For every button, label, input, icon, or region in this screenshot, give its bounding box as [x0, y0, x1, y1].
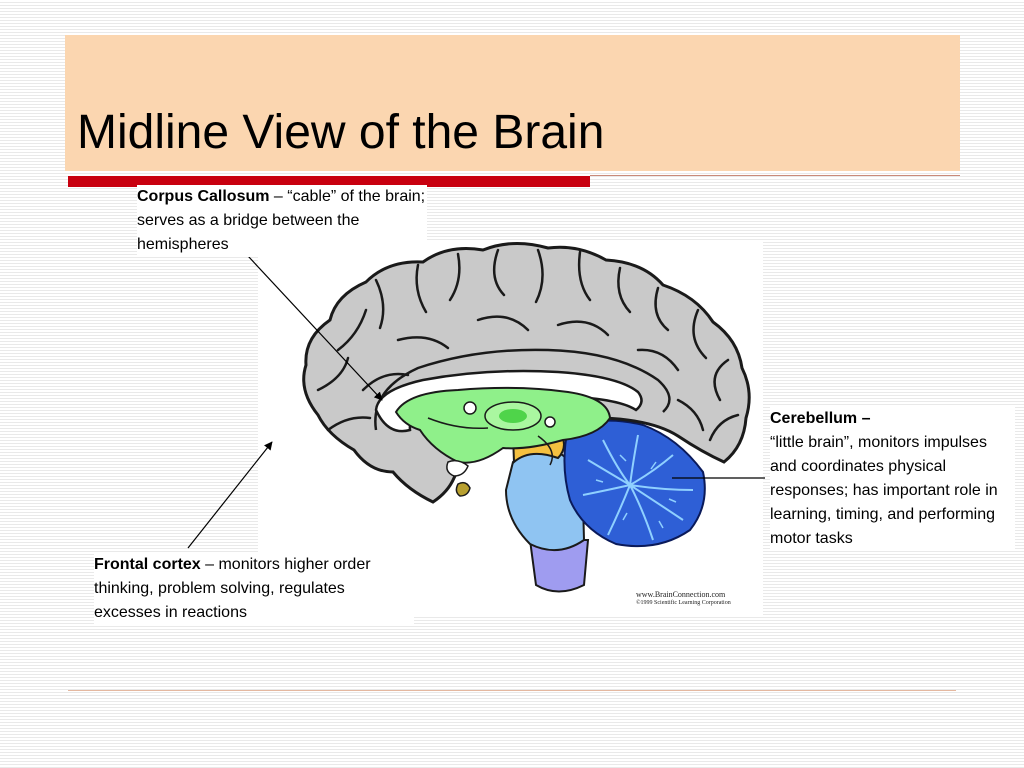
cingulate-gyrus [374, 348, 671, 431]
footer-rule [68, 690, 956, 691]
image-credit: www.BrainConnection.com ©1999 Scientific… [636, 590, 731, 608]
title-rule [590, 175, 960, 176]
pituitary [455, 481, 471, 497]
frontal-cortex-label: Frontal cortex – monitors higher order t… [94, 553, 414, 625]
credit-copyright: ©1999 Scientific Learning Corporation [636, 600, 731, 606]
cerebellum [563, 419, 706, 548]
cerebellum-term: Cerebellum – [770, 410, 871, 427]
slide-title: Midline View of the Brain [77, 106, 605, 159]
title-accent-bar [68, 176, 590, 187]
corpus-callosum-label: Corpus Callosum – “cable” of the brain; … [137, 185, 427, 257]
corpus-callosum-definition: – “cable” of the brain; serves as a brid… [137, 188, 426, 253]
frontal-cortex-term: Frontal cortex [94, 556, 201, 573]
cerebellum-definition: “little brain”, monitors impulses and co… [770, 434, 998, 547]
optic-chiasm [446, 459, 469, 477]
credit-url: www.BrainConnection.com [636, 590, 726, 599]
cerebellum-label: Cerebellum – “little brain”, monitors imp… [770, 407, 1015, 551]
medulla [528, 539, 590, 593]
corpus-callosum-term: Corpus Callosum [137, 188, 270, 205]
frontal-cortex-definition: – monitors higher order thinking, proble… [94, 556, 371, 621]
limbic-region [394, 386, 612, 466]
title-band: Midline View of the Brain [65, 35, 960, 171]
